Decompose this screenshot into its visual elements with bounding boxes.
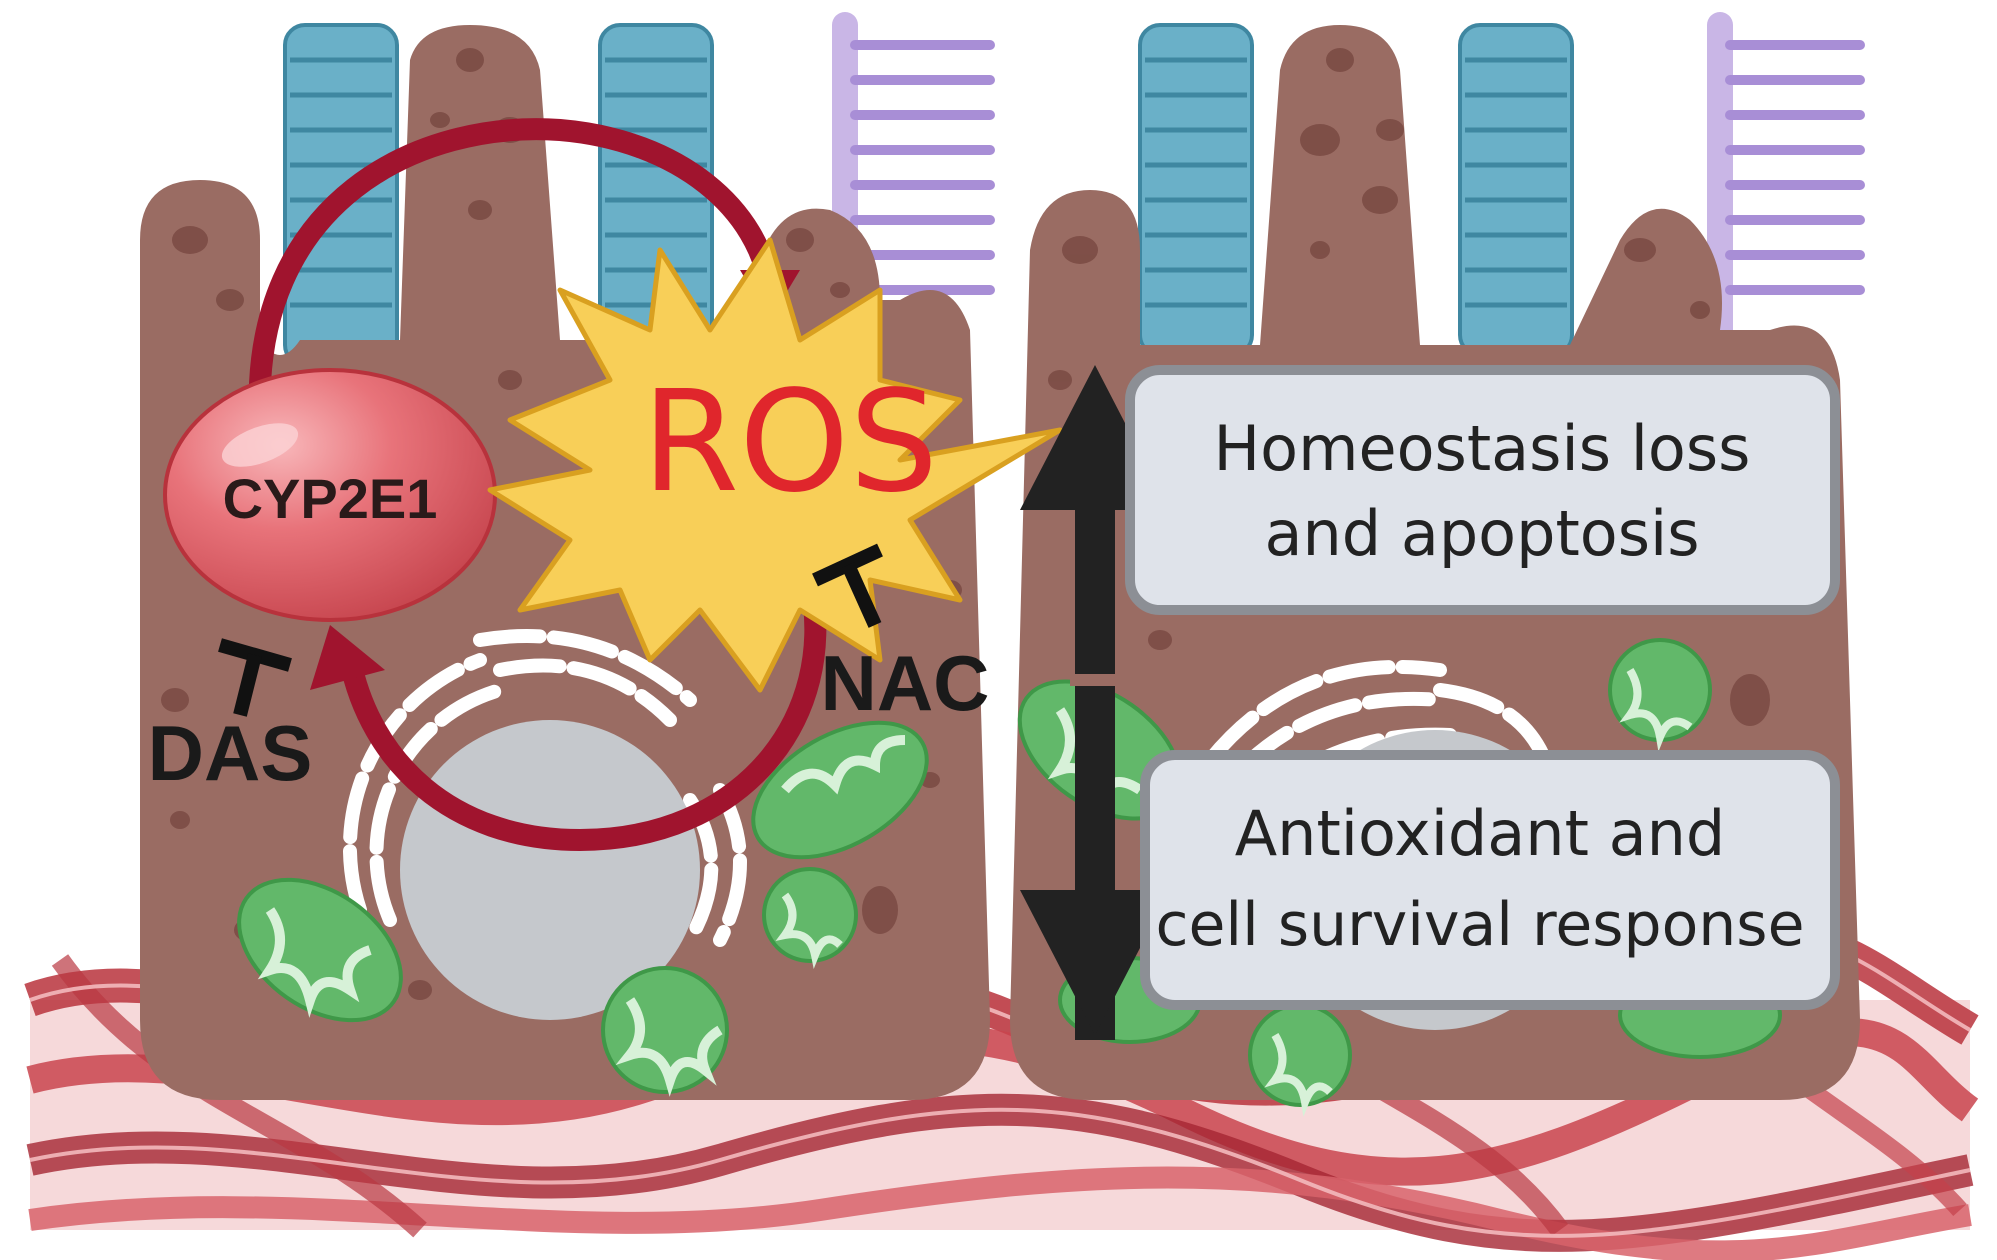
das-inhibitor: DAS [148,638,313,797]
nac-label: NAC [821,639,990,727]
cyp2e1-enzyme: CYP2E1 [163,368,497,622]
cycle-arrowhead-bottom [310,625,385,690]
outcome-2-line-1: Antioxidant and [1235,797,1726,870]
left-nucleus [400,720,700,1020]
left-cilia [283,12,995,373]
cyp2e1-label: CYP2E1 [223,467,438,530]
double-arrow [1020,365,1170,1040]
arrow-down-icon [1020,890,1170,1035]
right-cilia [1138,12,1865,373]
cycle-arrow-bottom [339,577,827,852]
outcome-1-line-1: Homeostasis loss [1214,412,1751,485]
das-label: DAS [148,709,313,797]
inhibition-bar-icon [812,543,883,587]
outcome-box-survival: Antioxidant and cell survival response [1140,750,1840,1010]
inhibition-bar-icon [218,638,292,672]
outcome-box-apoptosis: Homeostasis loss and apoptosis [1125,365,1840,615]
nac-inhibitor: NAC [812,543,990,727]
outcome-2-line-2: cell survival response [1156,890,1805,960]
left-mitochondria [237,720,929,1097]
outcome-1-line-2: and apoptosis [1264,497,1699,570]
ros-label: ROS [642,361,938,524]
ros-burst: ROS [487,237,1063,693]
cycle-arrow-top [248,118,781,421]
